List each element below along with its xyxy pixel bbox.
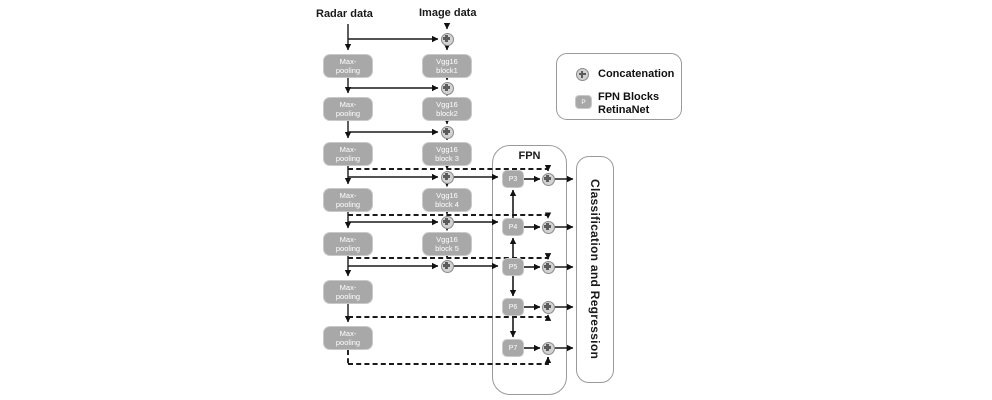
maxpool-block-6: Max-pooling: [323, 280, 373, 304]
radar-data-label: Radar data: [316, 8, 373, 20]
maxpool-block-5: Max-pooling: [323, 232, 373, 256]
concat-icon-block1: [440, 81, 454, 95]
fpn-block-p6: P6: [502, 298, 524, 316]
fpn-block-p3: P3: [502, 170, 524, 188]
maxpool-block-7: Max-pooling: [323, 326, 373, 350]
concat-icon-p5: [541, 260, 555, 274]
concat-icon-block5: [440, 259, 454, 273]
legend-fpn-block-icon: P: [575, 95, 592, 109]
concat-icon-block3: [440, 170, 454, 184]
image-data-label: Image data: [419, 7, 477, 19]
legend-fpn-blocks-label: FPN Blocks: [598, 91, 660, 103]
classification-label: Classification and Regression: [588, 179, 602, 360]
fpn-title: FPN: [518, 150, 541, 162]
radar-concat-branch-lines: [348, 35, 439, 270]
maxpool-block-1: Max-pooling: [323, 54, 373, 78]
concat-icon-p3: [541, 172, 555, 186]
legend-retinanet-label: RetinaNet: [598, 104, 650, 116]
concat-icon-p6: [541, 300, 555, 314]
legend-concatenation-label: Concatenation: [598, 68, 675, 80]
concat-icon-p4: [541, 220, 555, 234]
concat-icon-input: [440, 32, 454, 46]
classification-box: Classification and Regression: [576, 156, 614, 383]
legend-p-icon-label: P: [581, 98, 586, 106]
concat-icon-block2: [440, 125, 454, 139]
fpn-block-p7: P7: [502, 339, 524, 357]
fpn-output-lines: [524, 175, 574, 352]
concat-to-fpn-lines: [454, 173, 499, 270]
maxpool-block-3: Max-pooling: [323, 142, 373, 166]
fpn-block-p4: P4: [502, 218, 524, 236]
fpn-block-p5: P5: [502, 258, 524, 276]
maxpool-block-4: Max-pooling: [323, 188, 373, 212]
concat-icon-p7: [541, 341, 555, 355]
concat-icon-block4: [440, 215, 454, 229]
legend: Concatenation P FPN Blocks RetinaNet: [556, 53, 682, 120]
maxpool-block-2: Max-pooling: [323, 97, 373, 121]
radar-skip-dashed-lines: [347, 164, 552, 365]
legend-concatenation-icon: [576, 68, 589, 81]
